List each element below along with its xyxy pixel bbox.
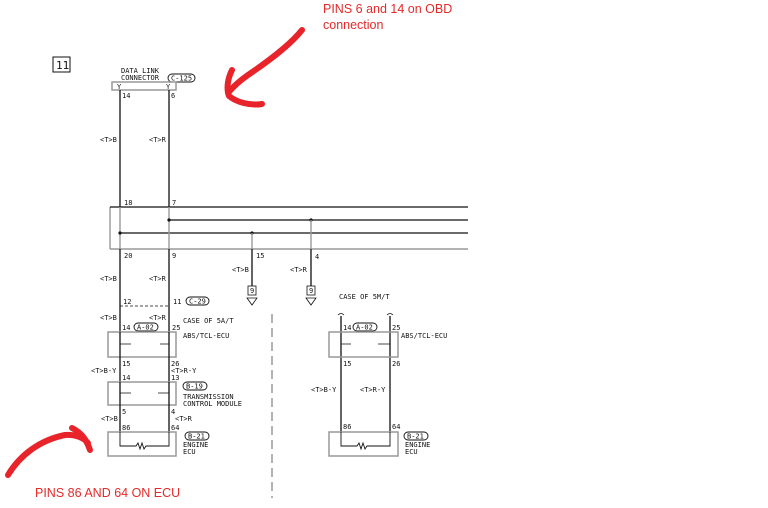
pin-7: 7 (172, 199, 176, 207)
dlc-title-2: CONNECTOR (121, 74, 160, 82)
wire-color: <T>R-Y (171, 367, 197, 375)
pin-label: 14 (122, 324, 130, 332)
abs-name: ABS/TCL-ECU (401, 332, 447, 340)
abs-code: A-02 (356, 324, 373, 332)
resistor-icon (340, 432, 391, 451)
abs-tcl-ecu-box (328, 331, 399, 358)
dlc-code: C-125 (171, 75, 192, 83)
pin-label: 25 (172, 324, 180, 332)
dlc-pin-6: 6 (171, 92, 175, 100)
wire-color: <T>R (149, 314, 167, 322)
dlc-connector (111, 81, 177, 91)
pin-20: 20 (124, 252, 132, 260)
page-label: 11 (56, 59, 69, 72)
pin-12: 12 (123, 298, 131, 306)
wire-color: <T>R-Y (360, 386, 386, 394)
ground-icon (246, 297, 258, 306)
tcm-code: B-19 (186, 383, 203, 391)
pin-label: 64 (392, 423, 400, 431)
dlc-pin-icon: Y (166, 83, 171, 91)
pin-label: 15 (122, 360, 130, 368)
annotation-obd-pins-2: connection (323, 18, 384, 32)
ecu-code: B-21 (407, 433, 424, 441)
wire-color: <T>B (100, 275, 117, 283)
annotation-ecu-pins: PINS 86 AND 64 ON ECU (35, 486, 180, 500)
wire-color: <T>B-Y (91, 367, 117, 375)
pin-label: 5 (122, 408, 126, 416)
pin-label: 14 (343, 324, 351, 332)
abs-tcl-ecu-box (107, 331, 177, 358)
pin-label: 26 (171, 360, 179, 368)
wire-color: <T>R (149, 136, 167, 144)
dlc-pin-icon: Y (117, 83, 122, 91)
tcm-name-1: TRANSMISSION (183, 393, 234, 401)
case-mt-title: CASE OF 5M/T (339, 293, 390, 301)
page-label-box (52, 56, 71, 73)
pin-label: 15 (343, 360, 351, 368)
ground-icon (305, 297, 317, 306)
pin-label: 86 (343, 423, 351, 431)
pin-label: 26 (392, 360, 400, 368)
pin-18: 18 (124, 199, 132, 207)
pin-4: 4 (315, 253, 319, 261)
ecu-name-2: ECU (183, 448, 196, 456)
engine-ecu-box (107, 431, 177, 457)
tcm-box (107, 381, 177, 406)
ecu-name-1: ENGINE (405, 441, 430, 449)
dlc-pin-14: 14 (122, 92, 130, 100)
wire-color: <T>R (175, 415, 193, 423)
pin-11: 11 (173, 298, 181, 306)
pin-label: 13 (171, 374, 179, 382)
pin-label: 86 (122, 424, 130, 432)
case-at-title: CASE OF 5A/T (183, 317, 234, 325)
wire-color: <T>B-Y (311, 386, 337, 394)
resistor-icon (119, 432, 170, 451)
wire-color: <T>B (100, 314, 117, 322)
pin-label: 4 (171, 408, 175, 416)
wire-break-icon (337, 313, 394, 316)
c29-code: C-29 (189, 298, 206, 306)
ground-ref: 9 (309, 287, 313, 295)
dlc-code-tag (167, 73, 196, 83)
red-arrow-icon (224, 27, 305, 108)
engine-ecu-box (328, 431, 399, 457)
pin-label: 25 (392, 324, 400, 332)
tcm-name-2: CONTROL MODULE (183, 400, 242, 408)
pin-15: 15 (256, 252, 264, 260)
pin-label: 14 (122, 374, 130, 382)
wire-color: <T>B (232, 266, 249, 274)
wire-color: <T>B (101, 415, 118, 423)
ecu-name-1: ENGINE (183, 441, 208, 449)
pin-9: 9 (172, 252, 176, 260)
red-arrow-icon (5, 425, 93, 478)
dlc-title-1: DATA LINK (121, 67, 160, 75)
ecu-code: B-21 (188, 433, 205, 441)
wire-color: <T>R (149, 275, 167, 283)
abs-name: ABS/TCL-ECU (183, 332, 229, 340)
abs-code: A-02 (137, 324, 154, 332)
annotation-obd-pins: PINS 6 and 14 on OBD (323, 2, 452, 16)
pin-label: 64 (171, 424, 179, 432)
wire-color: <T>B (100, 136, 117, 144)
ground-ref: 9 (250, 287, 254, 295)
ecu-name-2: ECU (405, 448, 418, 456)
wire-color: <T>R (290, 266, 308, 274)
